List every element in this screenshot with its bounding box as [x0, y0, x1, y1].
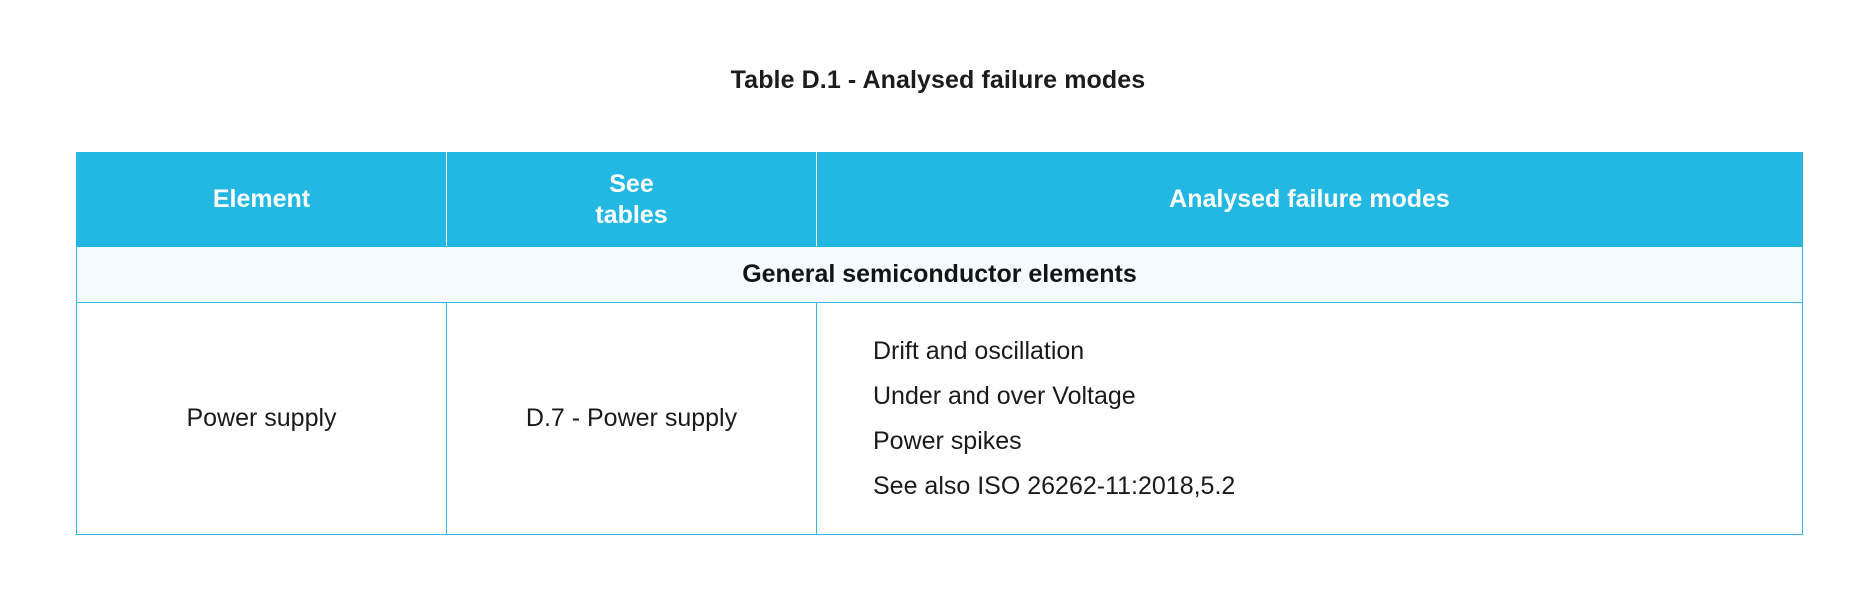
- failure-mode-item: See also ISO 26262-11:2018,5.2: [873, 471, 1236, 500]
- column-header-see-tables-line1: See: [609, 170, 654, 198]
- failure-mode-item: Drift and oscillation: [873, 336, 1085, 365]
- cell-analysed-failure-modes: Drift and oscillation Under and over Vol…: [816, 302, 1803, 535]
- failure-modes-list: Drift and oscillation Under and over Vol…: [873, 329, 1802, 509]
- section-title-general-semiconductor-elements: General semiconductor elements: [76, 246, 1803, 303]
- failure-mode-item: Under and over Voltage: [873, 381, 1136, 410]
- failure-mode-item: Power spikes: [873, 426, 1022, 455]
- table-row: Power supply D.7 - Power supply Drift an…: [76, 302, 1803, 535]
- table-header: Element See tables Analysed failure mode…: [76, 152, 1803, 247]
- section-header-row: General semiconductor elements: [76, 246, 1803, 303]
- column-header-see-tables: See tables: [446, 152, 817, 247]
- cell-element-power-supply: Power supply: [76, 302, 447, 535]
- page-title: Table D.1 - Analysed failure modes: [730, 66, 1146, 94]
- cell-see-tables-d7-power-supply: D.7 - Power supply: [446, 302, 817, 535]
- column-header-see-tables-line2: tables: [595, 200, 668, 229]
- table-body: General semiconductor elements Power sup…: [76, 246, 1803, 535]
- column-header-element: Element: [76, 152, 447, 247]
- analysed-failure-modes-table: Element See tables Analysed failure mode…: [76, 152, 1803, 535]
- table-header-row: Element See tables Analysed failure mode…: [76, 152, 1803, 247]
- column-header-analysed-failure-modes: Analysed failure modes: [816, 152, 1803, 247]
